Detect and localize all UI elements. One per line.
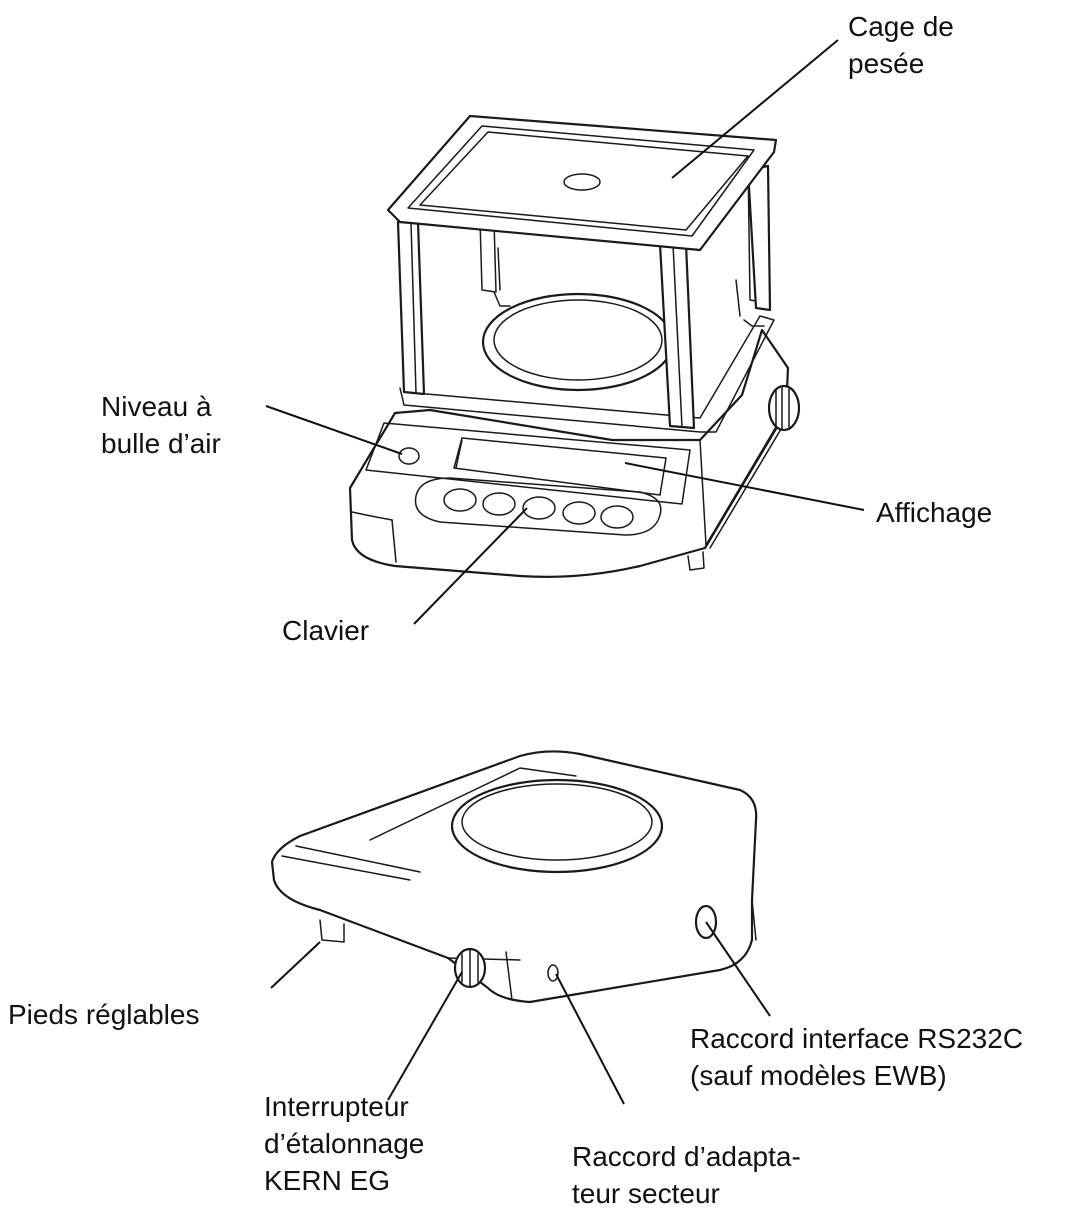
- label-weighing-cage: Cage de pesée: [848, 11, 954, 79]
- label-interface: Raccord interface RS232C (sauf modèles E…: [690, 1023, 1024, 1091]
- label-adapter-socket: Raccord d’adapta- teur secteur: [572, 1141, 801, 1209]
- adapter-socket: [547, 964, 559, 982]
- label-calibration-switch: Interrupteur d’étalonnage KERN EG: [264, 1091, 425, 1196]
- label-adjustable-feet: Pieds réglables: [8, 999, 200, 1030]
- leader-interface: [705, 921, 771, 1017]
- balance-rear-view: [270, 750, 758, 1004]
- weighing-cage: [386, 114, 778, 433]
- adjustable-foot: [319, 919, 345, 943]
- keypad-plate: [414, 477, 662, 536]
- leader-feet: [270, 941, 321, 989]
- display-window: [453, 437, 667, 496]
- leader-calibration-switch: [387, 971, 463, 1101]
- label-keyboard: Clavier: [282, 615, 370, 646]
- leader-adapter-socket: [555, 973, 625, 1105]
- weighing-pan-rear: [450, 778, 664, 874]
- side-knob: [767, 384, 801, 432]
- key-button: [600, 505, 634, 529]
- key-button: [443, 488, 477, 512]
- foot: [687, 551, 705, 571]
- key-button: [562, 501, 596, 525]
- leader-bubble-level: [265, 405, 403, 455]
- leader-display: [624, 462, 865, 511]
- label-display: Affichage: [876, 497, 993, 528]
- balance-base: [348, 328, 801, 578]
- key-button: [482, 492, 516, 516]
- leader-lines: [265, 39, 865, 1105]
- bubble-level-shape: [398, 447, 420, 465]
- balance-top-view: [348, 114, 801, 578]
- weighing-pan: [481, 292, 675, 392]
- leader-weighing-cage: [671, 39, 839, 179]
- leader-keyboard: [413, 507, 528, 625]
- key-button: [522, 496, 556, 520]
- label-bubble-level: Niveau à bulle d’air: [101, 391, 221, 459]
